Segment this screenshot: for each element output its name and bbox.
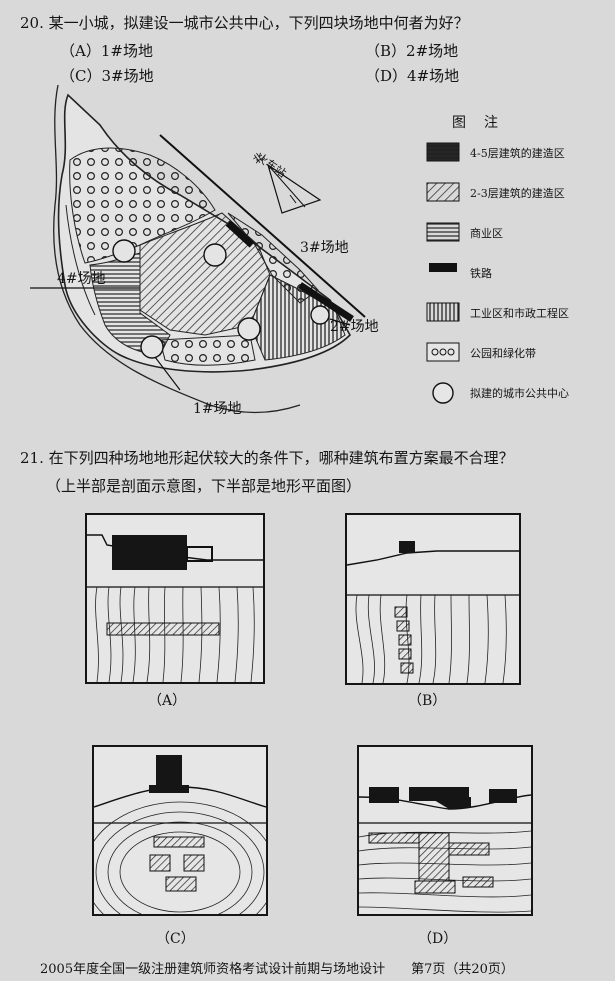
site-label-2: 2#场地 xyxy=(330,319,379,335)
legend-item-5: 工业区和市政工程区 xyxy=(470,307,569,320)
legend-item-6: 公园和绿化带 xyxy=(470,347,536,360)
panel-b xyxy=(345,513,521,685)
option-b: （B）2#场地 xyxy=(365,42,459,60)
caption-b: （B） xyxy=(408,693,447,709)
site-label-3: 3#场地 xyxy=(300,240,349,256)
legend-item-4: 铁路 xyxy=(470,267,492,280)
legend-item-1: 4-5层建筑的建造区 xyxy=(470,147,565,160)
legend-item-3: 商业区 xyxy=(470,227,503,240)
caption-a: （A） xyxy=(148,693,187,709)
page-footer: 2005年度全国一级注册建筑师资格考试设计前期与场地设计 第7页（共20页） xyxy=(40,962,514,977)
question-20-stem: 20. 某一小城，拟建设一城市公共中心，下列四块场地中何者为好？ xyxy=(20,14,469,32)
legend-title: 图注 xyxy=(452,115,516,131)
legend-item-7: 拟建的城市公共中心 xyxy=(470,387,569,400)
option-d: （D）4#场地 xyxy=(365,67,460,85)
legend-item-2: 2-3层建筑的建造区 xyxy=(470,187,565,200)
caption-d: （D） xyxy=(418,931,458,947)
option-a: （A）1#场地 xyxy=(60,42,153,60)
caption-c: （C） xyxy=(156,931,195,947)
site-map xyxy=(30,85,366,414)
question-21-subtitle: （上半部是剖面示意图，下半部是地形平面图） xyxy=(46,477,362,495)
north-arrow-icon xyxy=(266,163,322,214)
question-21-stem: 21. 在下列四种场地地形起伏较大的条件下，哪种建筑布置方案最不合理？ xyxy=(20,449,514,467)
panel-a xyxy=(85,513,265,684)
site-label-4: 4#场地 xyxy=(57,271,106,287)
site-label-1: 1#场地 xyxy=(193,401,242,417)
legend-symbols xyxy=(426,142,460,404)
panel-c xyxy=(92,745,268,916)
option-c: （C）3#场地 xyxy=(60,67,154,85)
panel-d xyxy=(357,745,533,916)
